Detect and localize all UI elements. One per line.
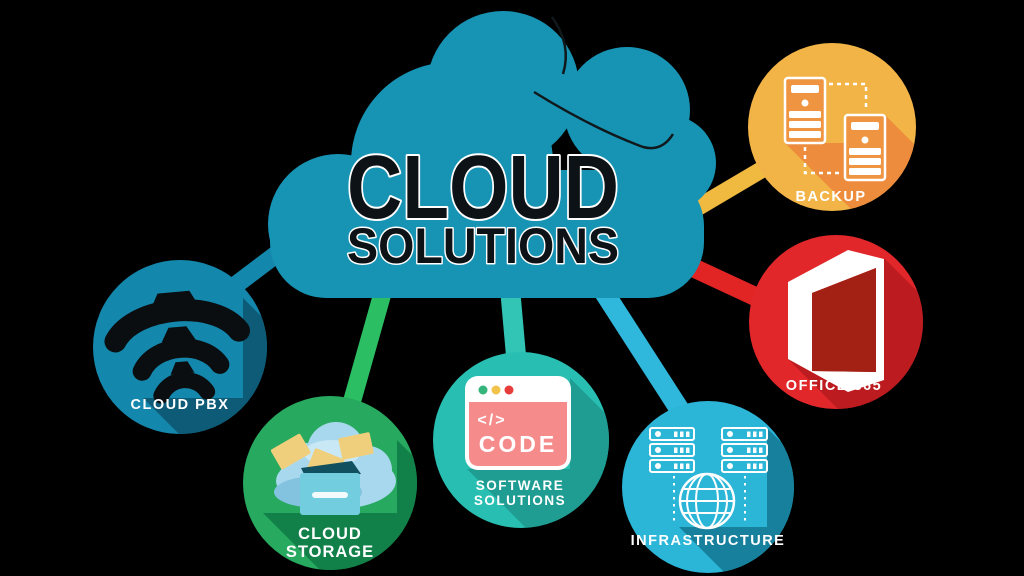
cloud-storage-label-line1: CLOUD <box>298 525 362 543</box>
cloud-solutions-cloud: CLOUD SOLUTIONS <box>268 11 716 298</box>
node-office-365: OFFICE 365 <box>749 235 923 409</box>
code-tag-text: </> <box>477 412 506 429</box>
cloud-storage-long-shadow <box>263 440 417 570</box>
cloud-pbx-long-shadow <box>143 298 267 434</box>
cloud-drawer-icon <box>271 422 396 515</box>
backup-dashed-link-bottom <box>803 147 841 175</box>
cloud-fold-line-top <box>550 16 567 75</box>
connector-cloud-storage <box>340 285 393 415</box>
backup-tower-1 <box>783 76 827 145</box>
software-long-shadow <box>467 378 609 528</box>
window-dot-yellow <box>491 385 501 395</box>
cloud-fold-line-right <box>533 90 675 150</box>
code-window-icon: </> CODE <box>465 376 571 470</box>
office-365-label: OFFICE 365 <box>786 378 882 394</box>
backup-tower-2 <box>843 113 887 182</box>
code-word-text: CODE <box>479 431 557 457</box>
node-backup: BACKUP <box>748 43 916 211</box>
cloud-shape <box>268 11 716 298</box>
backup-servers-icon <box>783 76 887 182</box>
node-infrastructure: INFRASTRUCTURE <box>622 401 794 573</box>
office-365-icon <box>788 250 884 392</box>
cloud-storage-label-line2: STORAGE <box>286 543 374 561</box>
cloud-title-line1: CLOUD <box>347 138 619 238</box>
node-cloud-pbx: CLOUD PBX <box>93 260 267 434</box>
software-label-line2: SOLUTIONS <box>474 493 566 508</box>
cloud-pbx-label: CLOUD PBX <box>131 397 230 413</box>
window-dot-red <box>504 385 514 395</box>
connector-infrastructure <box>591 280 694 424</box>
node-software-solutions: </> CODE SOFTWARE SOLUTIONS <box>433 352 609 528</box>
cloud-title-line2: SOLUTIONS <box>347 218 619 274</box>
server-rack-right <box>721 427 768 473</box>
infrastructure-label: INFRASTRUCTURE <box>631 533 786 549</box>
servers-globe-icon <box>649 427 768 530</box>
infrastructure-long-shadow <box>679 428 794 573</box>
node-cloud-storage: CLOUD STORAGE <box>243 396 417 570</box>
server-rack-left <box>649 427 695 473</box>
globe <box>678 472 736 530</box>
window-dot-green <box>478 385 488 395</box>
software-label-line1: SOFTWARE <box>476 478 565 493</box>
phone-handsets-icon <box>104 290 250 404</box>
backup-label: BACKUP <box>795 189 866 205</box>
